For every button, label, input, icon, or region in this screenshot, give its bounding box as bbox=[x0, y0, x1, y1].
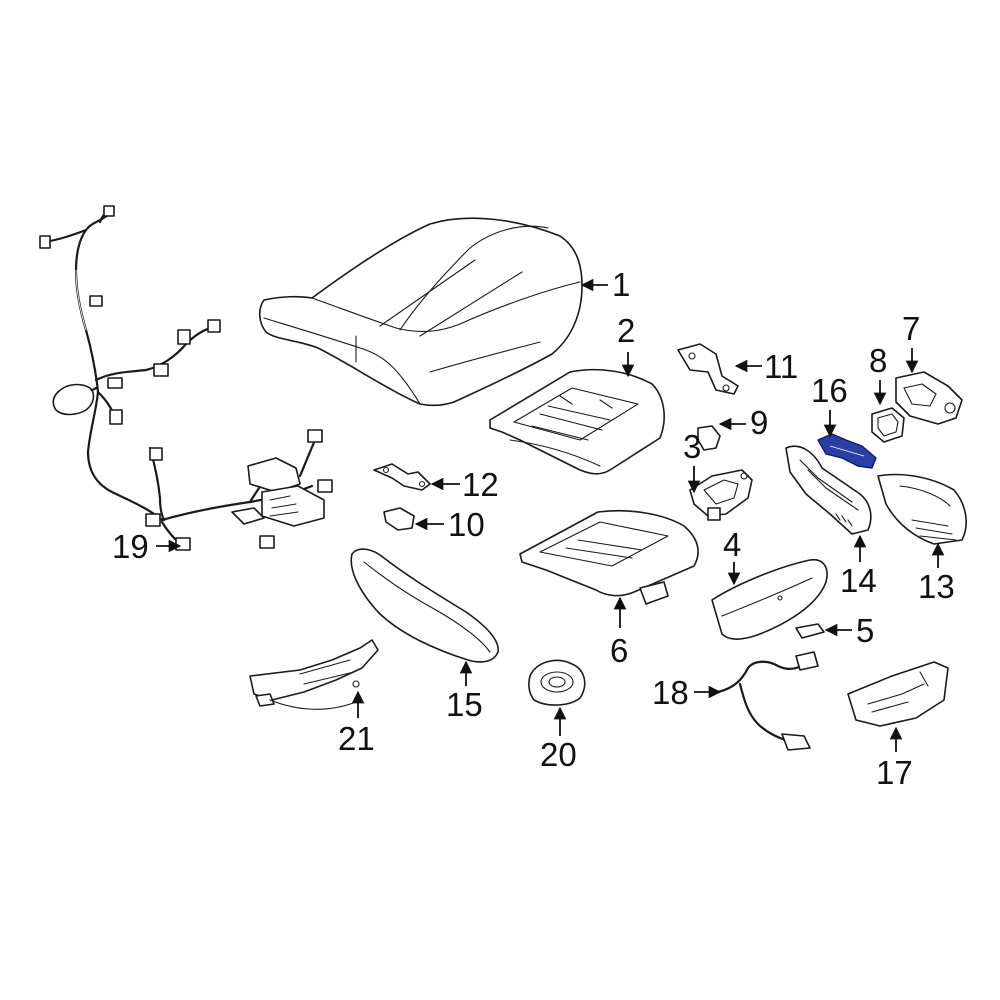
part-13-side-shield[interactable] bbox=[877, 473, 967, 545]
part-6-cushion-pan[interactable] bbox=[519, 509, 699, 605]
part-7-motor-housing[interactable] bbox=[895, 371, 963, 425]
part-21-harness-bracket[interactable] bbox=[249, 639, 379, 710]
part-20-coil[interactable] bbox=[528, 659, 586, 706]
part-11-bracket[interactable] bbox=[677, 343, 739, 395]
part-19-wiring-harness[interactable] bbox=[39, 205, 333, 551]
callout-18[interactable]: 18 bbox=[652, 674, 689, 711]
part-14-track-rail[interactable] bbox=[785, 445, 872, 535]
part-2-cushion-frame[interactable] bbox=[489, 368, 665, 475]
callout-3[interactable]: 3 bbox=[683, 428, 701, 465]
part-15-side-trim[interactable] bbox=[350, 548, 499, 663]
part-12-bracket[interactable] bbox=[373, 463, 431, 491]
callout-2[interactable]: 2 bbox=[617, 312, 635, 349]
callout-5[interactable]: 5 bbox=[856, 612, 874, 649]
part-18-cable[interactable] bbox=[716, 651, 819, 751]
callout-1[interactable]: 1 bbox=[612, 266, 630, 303]
callout-19[interactable]: 19 bbox=[112, 528, 149, 565]
callout-7[interactable]: 7 bbox=[902, 310, 920, 347]
callout-9[interactable]: 9 bbox=[750, 404, 768, 441]
part-8-knob[interactable] bbox=[871, 407, 905, 443]
callout-13[interactable]: 13 bbox=[918, 568, 955, 605]
callout-4[interactable]: 4 bbox=[723, 526, 741, 563]
callout-11[interactable]: 11 bbox=[764, 348, 798, 385]
part-1-seat-cushion[interactable] bbox=[258, 217, 583, 407]
callout-20[interactable]: 20 bbox=[540, 736, 577, 773]
callout-15[interactable]: 15 bbox=[446, 686, 483, 723]
callout-14[interactable]: 14 bbox=[840, 562, 877, 599]
callout-6[interactable]: 6 bbox=[610, 632, 628, 669]
callout-17[interactable]: 17 bbox=[876, 754, 913, 791]
part-4-seat-pad[interactable] bbox=[711, 558, 828, 641]
callout-10[interactable]: 10 bbox=[448, 506, 485, 543]
part-16-highlighted[interactable] bbox=[817, 433, 877, 469]
callout-21[interactable]: 21 bbox=[338, 720, 375, 757]
part-10-clip[interactable] bbox=[383, 507, 415, 531]
part-5-clip[interactable] bbox=[795, 623, 825, 639]
callout-labels: 1 2 3 4 5 6 7 8 9 10 11 12 13 14 15 16 1… bbox=[112, 266, 955, 791]
part-17-recliner-cover[interactable] bbox=[847, 661, 949, 727]
callout-8[interactable]: 8 bbox=[869, 342, 887, 379]
callout-16[interactable]: 16 bbox=[811, 372, 848, 409]
part-9-bracket[interactable] bbox=[697, 425, 721, 451]
callout-12[interactable]: 12 bbox=[462, 466, 499, 503]
part-3-bracket[interactable] bbox=[689, 469, 753, 521]
leader-lines bbox=[156, 278, 945, 752]
